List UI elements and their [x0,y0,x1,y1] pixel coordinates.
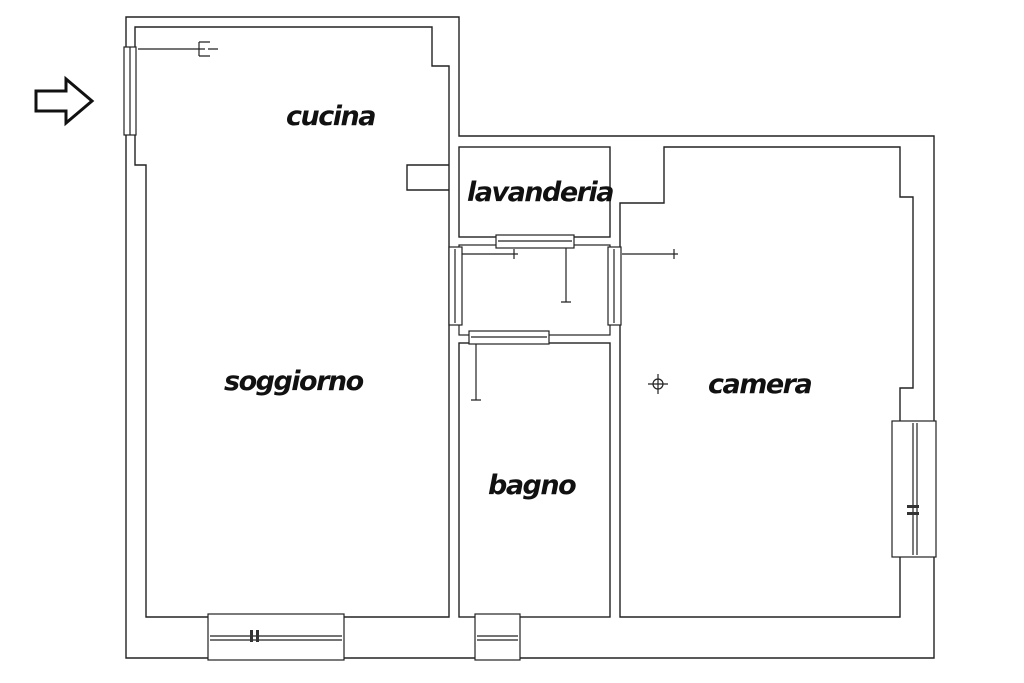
room-label-lavanderia: lavanderia [467,177,613,208]
door-lavanderia [495,234,575,249]
window-bagno-bottom [474,613,521,661]
room-label-soggiorno: soggiorno [224,366,364,397]
window-soggiorno-bottom [207,613,345,661]
soggiorno-walls [134,26,450,618]
ceiling-light-icon [648,374,668,394]
door-bagno [468,330,550,345]
room-label-cucina: cucina [286,101,375,132]
door-corridor-left [448,246,463,326]
room-label-bagno: bagno [488,470,576,501]
camera-walls [619,146,914,618]
room-label-camera: camera [708,369,811,400]
corridor-walls [458,244,611,336]
pipe-markers [138,41,678,401]
wall-recess [406,164,449,191]
door-camera [607,246,622,326]
window-camera-right [891,420,937,558]
outer-walls [125,16,935,659]
entrance-arrow-icon [34,75,95,127]
window-left-top [123,46,137,136]
